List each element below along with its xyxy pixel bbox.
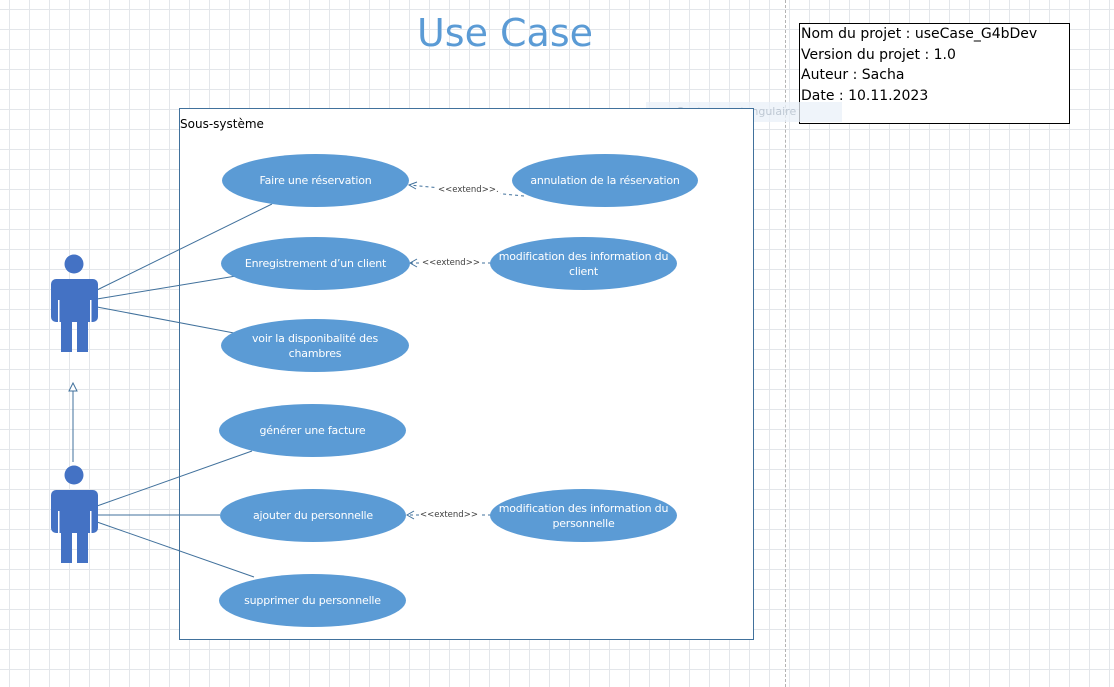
project-author-text: Auteur : Sacha xyxy=(801,67,905,83)
project-date-text: Date : 10.11.2023 xyxy=(801,87,929,104)
use-case-modification-client[interactable]: modification des information du client xyxy=(490,237,677,290)
association-line xyxy=(96,306,235,334)
actor-icon xyxy=(51,254,98,352)
extend-arrowhead xyxy=(408,258,418,268)
generalization-arrowhead xyxy=(68,381,78,392)
use-case-supprimer-personnel[interactable]: supprimer du personnelle xyxy=(219,574,406,627)
use-case-faire-reservation[interactable]: Faire une réservation xyxy=(222,154,409,207)
actor-icon xyxy=(51,465,98,563)
extend-label: <<extend>> xyxy=(421,258,481,268)
actor-icon xyxy=(58,511,92,533)
use-case-modification-personnel[interactable]: modification des information du personne… xyxy=(490,489,677,542)
project-name-text: Nom du projet : useCase_G4bDev xyxy=(801,26,1038,42)
extend-arrowhead xyxy=(405,510,415,520)
extend-label: <<extend>> xyxy=(419,510,479,520)
extend-line xyxy=(408,184,525,197)
page-title: Use Case xyxy=(416,11,594,55)
association-line xyxy=(96,203,273,291)
extend-arrowhead xyxy=(407,181,418,190)
use-case-disponibilite-chambres[interactable]: voir la disponibalité des chambres xyxy=(221,319,409,372)
use-case-annulation-reservation[interactable]: annulation de la réservation xyxy=(512,154,698,207)
association-line xyxy=(96,275,237,300)
system-label: Sous-système xyxy=(180,117,264,131)
extend-label: <<extend>>. xyxy=(437,185,500,195)
association-line xyxy=(96,521,255,578)
project-version-text: Version du projet : 1.0 xyxy=(801,46,956,63)
use-case-enregistrement-client[interactable]: Enregistrement d’un client xyxy=(221,237,410,290)
actor-icon xyxy=(58,300,92,322)
project-info-box[interactable]: Nom du projet : useCase_G4bDev Version d… xyxy=(799,23,1070,124)
page-break-line xyxy=(785,0,786,687)
association-line xyxy=(96,450,253,507)
use-case-generer-facture[interactable]: générer une facture xyxy=(219,404,406,457)
use-case-ajouter-personnel[interactable]: ajouter du personnelle xyxy=(220,489,406,542)
